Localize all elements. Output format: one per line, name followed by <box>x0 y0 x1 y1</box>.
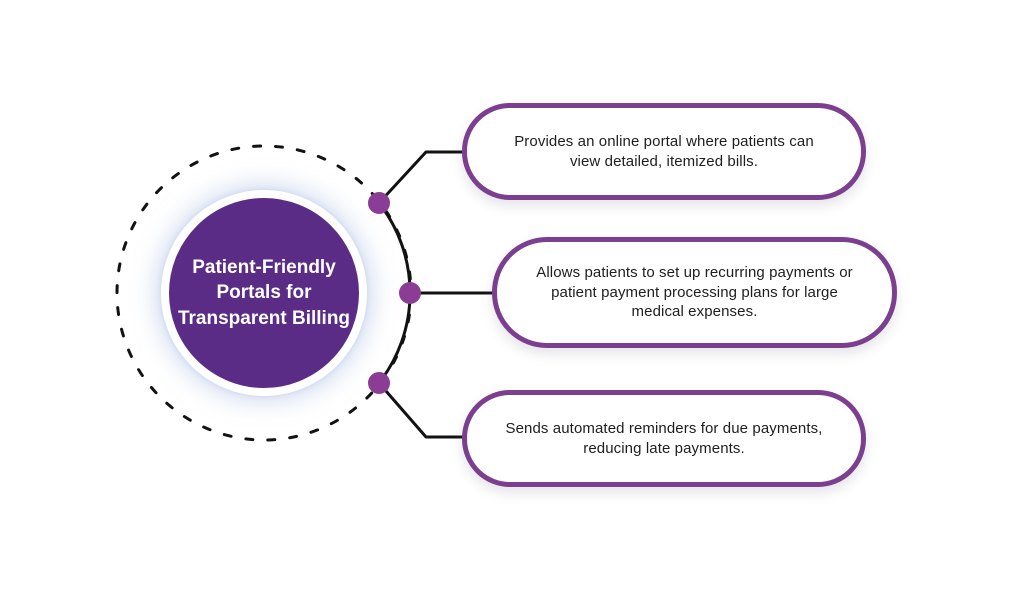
central-node-title: Patient-Friendly Portals for Transparent… <box>177 257 351 329</box>
info-box-online-portal: Provides an online portal where patients… <box>462 103 866 200</box>
central-node: Patient-Friendly Portals for Transparent… <box>161 190 367 396</box>
connector-line-top <box>377 150 466 205</box>
info-box-text: Allows patients to set up recurring paym… <box>536 263 853 321</box>
info-box-recurring-payments: Allows patients to set up recurring paym… <box>492 237 897 348</box>
connector-dot-middle <box>399 282 421 304</box>
connector-line-bottom <box>377 382 466 439</box>
connector-dot-bottom <box>368 372 390 394</box>
info-box-automated-reminders: Sends automated reminders for due paymen… <box>462 390 866 487</box>
info-box-text: Sends automated reminders for due paymen… <box>505 419 823 457</box>
info-box-text: Provides an online portal where patients… <box>514 132 814 170</box>
connector-dot-top <box>368 192 390 214</box>
